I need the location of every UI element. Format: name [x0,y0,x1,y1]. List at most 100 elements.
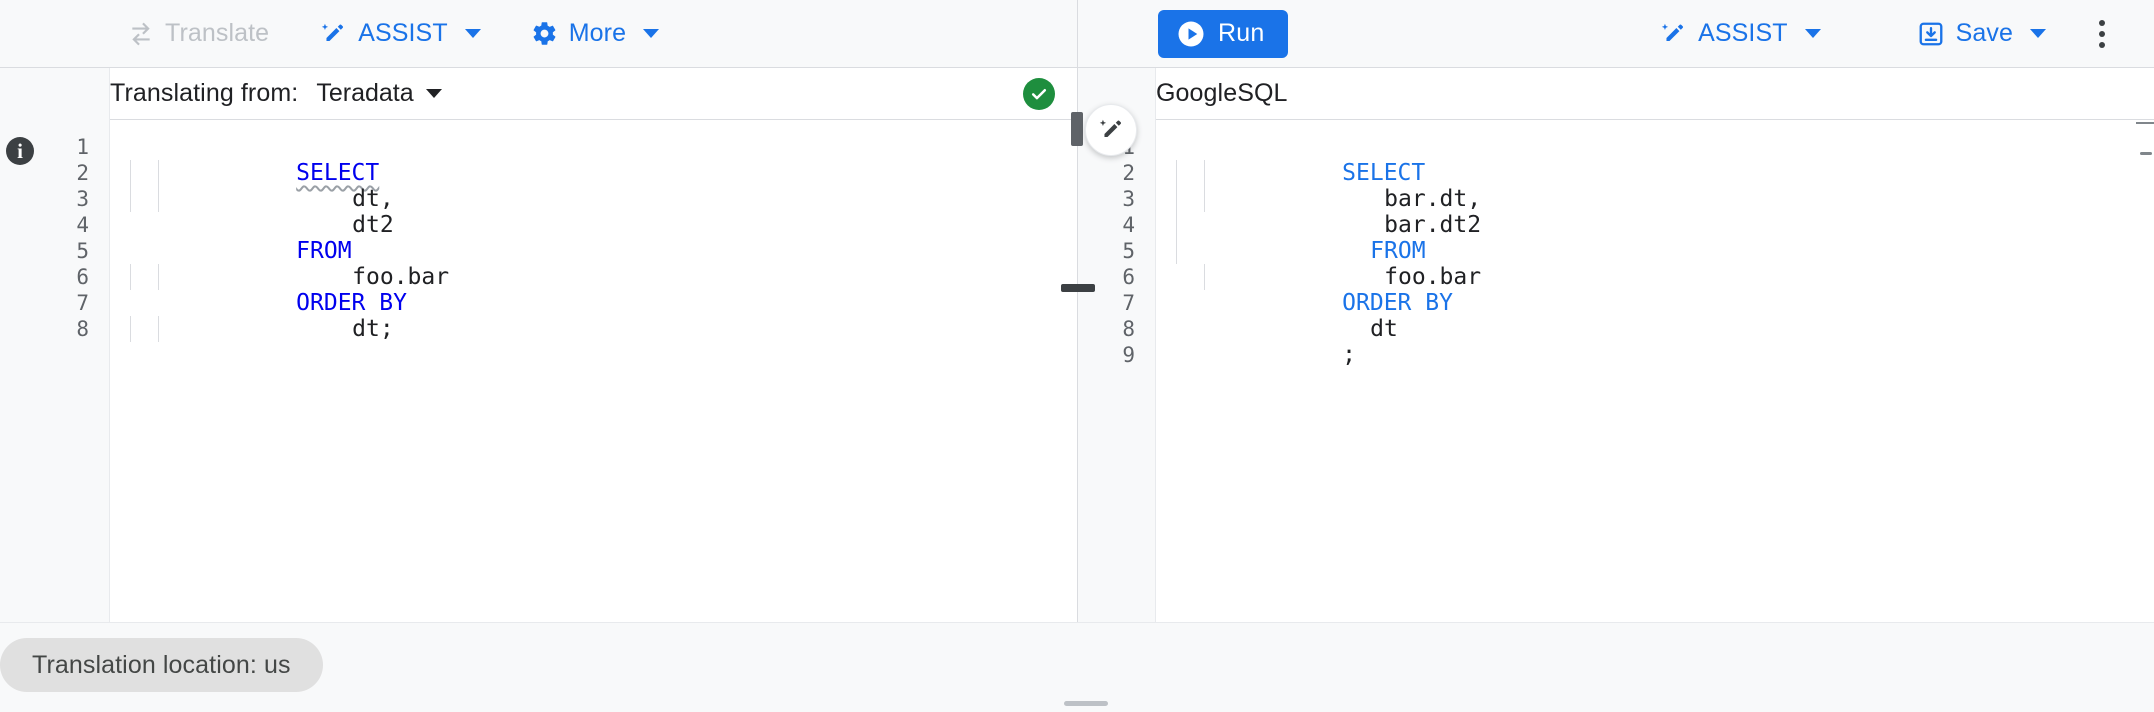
splitter-divider [1077,68,1078,622]
translation-success-icon [1023,77,1055,110]
line-number: 5 [76,239,89,263]
code-line: foo.bar [130,238,1077,290]
code-line: dt [1176,290,2154,342]
chevron-down-icon [1804,29,1821,38]
info-icon[interactable]: i [6,137,34,165]
translate-button-label: Translate [165,19,270,47]
translate-button[interactable]: Translate [124,13,273,54]
line-number: 3 [1122,187,1135,211]
sql-keyword: SELECT [1342,160,1426,186]
target-editor-pane: GoogleSQL 1 2 3 4 5 6 7 8 9 [1078,68,2154,622]
sql-text: bar.dt, [1384,186,1482,212]
chevron-down-icon [425,89,442,98]
line-number: 8 [76,317,89,341]
target-dialect-label: GoogleSQL [1156,79,1288,107]
toolbar-right-group: Run ASSIST [1078,0,2154,68]
chevron-down-icon [643,29,660,38]
target-code-text[interactable]: SELECT bar.dt, bar.dt2 FROM foo.bar [1156,120,2154,622]
play-icon [1176,19,1206,49]
code-line [130,316,1077,342]
chevron-down-icon [2030,29,2046,38]
code-line: dt2 [130,186,1077,238]
splitter-handle-top[interactable] [1071,112,1083,146]
line-number: 4 [76,213,89,237]
assist-button-left-label: ASSIST [358,19,448,47]
code-line: SELECT [1176,134,2154,186]
assist-magic-pencil-icon [319,20,347,48]
more-button[interactable]: More [527,13,663,54]
save-button[interactable]: Save [1913,13,2050,54]
target-pane-header: GoogleSQL [1078,68,2154,120]
top-toolbar: Translate ASSIST [0,0,2154,68]
sql-keyword: FROM [1370,238,1426,264]
source-pane-header: Translating from: Teradata [0,68,1077,120]
source-code-text[interactable]: SELECT dt, dt2 FROM foo.bar OR [110,120,1077,622]
code-line: bar.dt, [1176,160,2154,212]
line-number: 2 [1122,161,1135,185]
line-number: 7 [76,291,89,315]
splitter-handle-middle[interactable] [1061,284,1095,292]
more-button-label: More [568,19,627,47]
translation-location-text: Translation location: us [32,650,291,679]
sql-text: ; [1342,342,1357,368]
line-number: 1 [76,135,89,159]
scrollbar-top-mark[interactable] [2136,122,2154,124]
target-code-area[interactable]: 1 2 3 4 5 6 7 8 9 [1078,120,2154,622]
code-line [1176,342,2154,368]
sql-text: dt [1370,316,1398,342]
toolbar-left-group: Translate ASSIST [0,0,1078,68]
editor-panes: Translating from: Teradata i 1 2 3 [0,68,2154,622]
line-number: 3 [76,187,89,211]
code-line: bar.dt2 [1176,186,2154,238]
sql-text: dt; [352,316,394,342]
code-line: ; [1176,316,2154,368]
run-button[interactable]: Run [1158,9,1289,58]
run-button-label: Run [1218,19,1265,47]
bottom-resize-grip[interactable] [1064,701,1108,706]
sql-text: foo.bar [1384,264,1482,290]
code-line: ORDER BY [130,264,1077,316]
assist-button-right-label: ASSIST [1698,19,1788,47]
target-gutter: 1 2 3 4 5 6 7 8 9 [1078,120,1156,622]
code-line: foo.bar [1176,238,2154,290]
line-number: 9 [1122,343,1135,367]
line-number: 6 [76,265,89,289]
save-download-icon [1917,20,1945,48]
sql-keyword: ORDER BY [1342,290,1453,316]
line-number: 5 [1122,239,1135,263]
footer-bar: Translation location: us [0,622,2154,712]
save-button-label: Save [1955,19,2013,47]
line-number: 8 [1122,317,1135,341]
line-number: 2 [76,161,89,185]
source-header-gutter [0,68,110,120]
more-options-icon[interactable] [2080,12,2124,56]
source-gutter: i 1 2 3 4 5 6 7 8 [0,120,110,622]
translate-swap-icon [128,21,154,47]
gear-icon [531,20,558,47]
code-line: dt; [130,290,1077,342]
sql-keyword: ORDER BY [296,290,407,316]
sql-keyword: SELECT [296,160,380,186]
pane-splitter[interactable] [1061,68,1137,622]
chevron-down-icon [464,29,481,38]
code-line: FROM [130,212,1077,264]
sql-keyword: FROM [296,238,352,264]
sql-text: dt, [352,186,394,212]
code-line: ORDER BY [1176,264,2154,316]
scrollbar-mark[interactable] [2140,152,2152,155]
assist-button-right[interactable]: ASSIST [1655,13,1825,54]
translating-from-label: Translating from: [110,79,299,107]
code-line: FROM [1176,212,2154,264]
assist-magic-pencil-icon [1659,20,1687,48]
source-code-area[interactable]: i 1 2 3 4 5 6 7 8 [0,120,1077,622]
code-line: SELECT [130,134,1077,186]
assist-floating-button[interactable] [1085,104,1137,156]
assist-button-left[interactable]: ASSIST [315,13,485,54]
line-number: 4 [1122,213,1135,237]
line-number: 7 [1122,291,1135,315]
source-dialect-dropdown[interactable]: Teradata [316,79,442,108]
source-editor-pane: Translating from: Teradata i 1 2 3 [0,68,1078,622]
sql-text: bar.dt2 [1384,212,1482,238]
sql-text: dt2 [352,212,394,238]
